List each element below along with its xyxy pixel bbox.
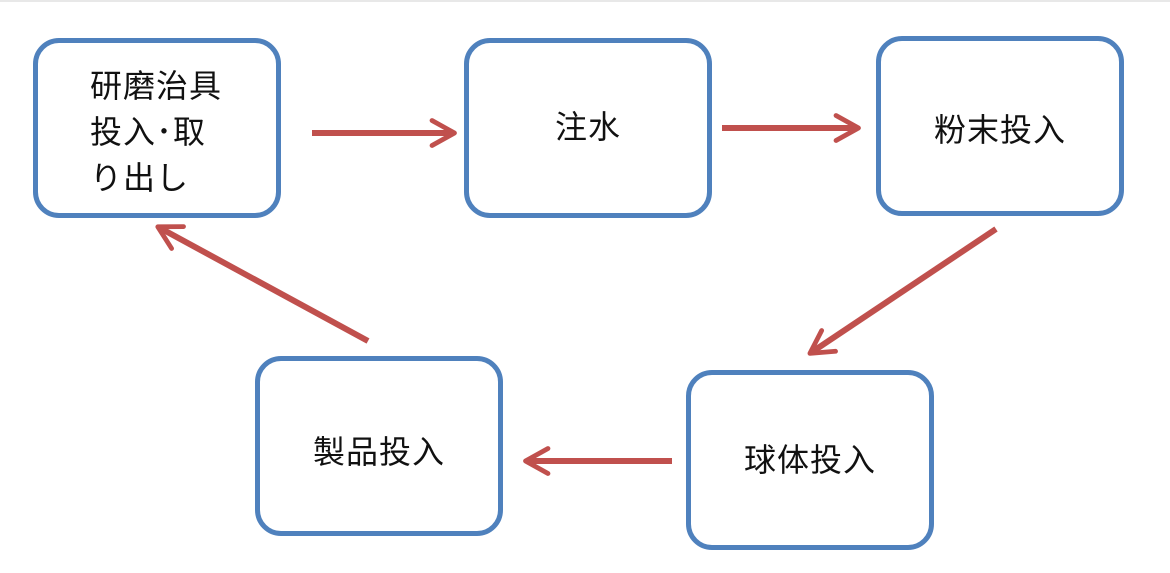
node-label-water: 注水 [554,108,621,146]
node-water: 注水 [464,38,712,218]
node-label-sphere: 球体投入 [743,441,876,479]
node-label-powder: 粉末投入 [933,111,1066,149]
node-jig-in-out: 研磨治具 投入･取 り出し [33,38,281,218]
node-label-product: 製品投入 [312,433,445,471]
node-label-jig: 研磨治具 投入･取 り出し [90,67,223,197]
top-divider [0,0,1170,2]
arrow-powder-to-sphere [807,226,998,356]
node-product: 製品投入 [255,356,503,536]
arrow-product-to-jig [155,224,370,344]
node-sphere: 球体投入 [686,370,934,550]
node-powder: 粉末投入 [876,36,1124,216]
